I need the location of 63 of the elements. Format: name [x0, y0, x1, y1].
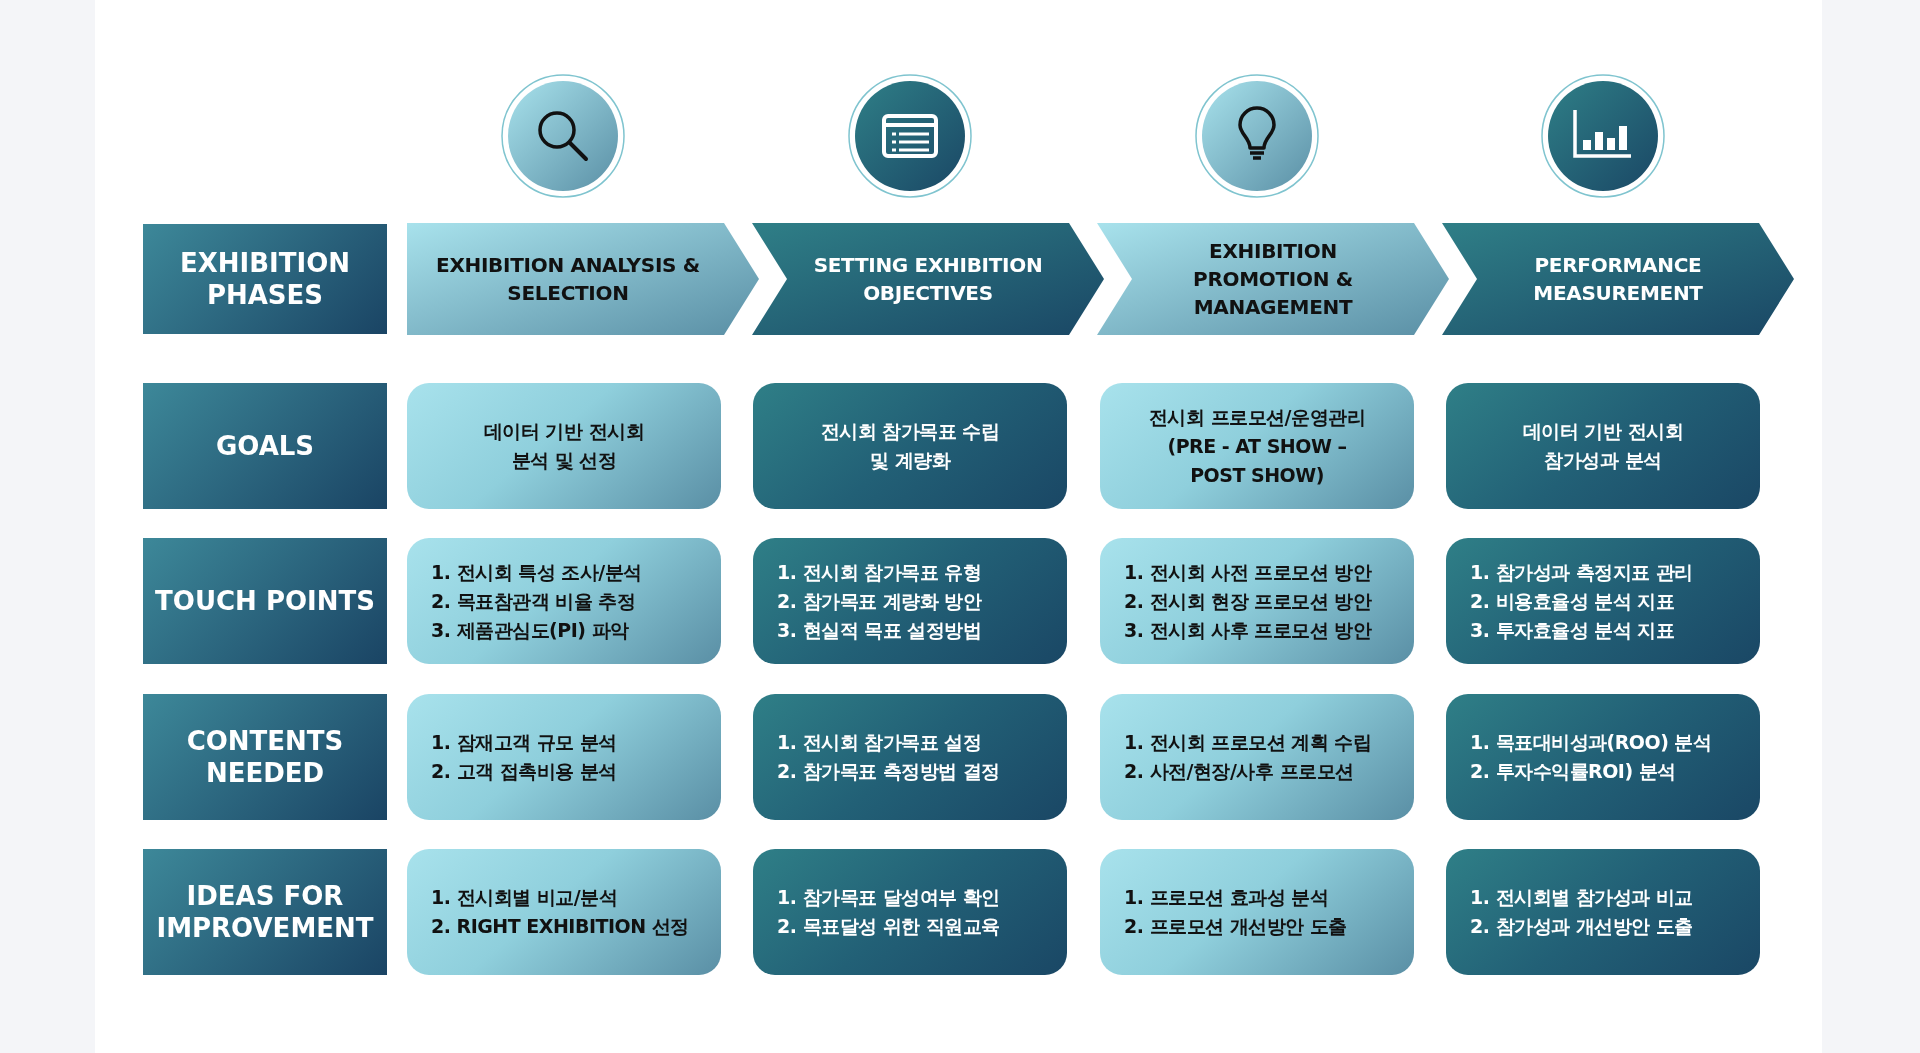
list-item: 1. 전시회별 비교/분석	[431, 885, 618, 910]
list-item: 2. 투자수익률ROI) 분석	[1470, 759, 1676, 784]
content-box	[1446, 849, 1760, 975]
list-item: 3. 제품관심도(PI) 파악	[431, 617, 629, 643]
phase-title: EXHIBITION ANALYSIS & SELECTION	[435, 252, 701, 307]
list-item: 2. 참가목표 측정방법 결정	[777, 759, 1000, 784]
phase-title: EXHIBITION PROMOTION & MANAGEMENT	[1192, 238, 1354, 321]
header-text: GOALS	[215, 430, 315, 462]
content-box	[407, 849, 721, 975]
list-item: 2. 목표참관객 비율 추정	[431, 588, 636, 614]
phase-title: SETTING EXHIBITION OBJECTIVES	[812, 252, 1044, 307]
list-item: 1. 잠재고객 규모 분석	[431, 730, 617, 755]
list-item: 1. 참가성과 측정지표 관리	[1470, 559, 1693, 585]
header-text: EXHIBITION PHASES	[179, 247, 351, 311]
content-box	[1446, 383, 1760, 509]
list-item: 1. 전시회 프로모션 계획 수립	[1124, 730, 1372, 755]
list-item: 1. 전시회 참가목표 설정	[777, 730, 982, 755]
phase-header	[407, 223, 759, 335]
content-box	[1100, 694, 1414, 820]
header-text: CONTENTS NEEDED	[185, 725, 345, 789]
list-item: 2. 비용효율성 분석 지표	[1470, 588, 1675, 614]
list-item: 2. 프로모션 개선방안 도출	[1124, 914, 1347, 939]
row-header	[143, 849, 387, 975]
content-box	[1446, 694, 1760, 820]
list-item: 1. 전시회 특성 조사/분석	[431, 559, 642, 585]
box-text: 전시회 프로모션/운영관리 (PRE - AT SHOW – POST SHOW)	[1147, 404, 1367, 488]
list-item: 1. 전시회 사전 프로모션 방안	[1124, 559, 1372, 585]
content-box	[407, 538, 721, 664]
row-header	[143, 694, 387, 820]
list-item: 3. 투자효율성 분석 지표	[1470, 617, 1675, 643]
list-item: 1. 전시회 참가목표 유형	[777, 559, 982, 585]
list-item: 3. 현실적 목표 설정방법	[777, 617, 982, 643]
content-box	[1100, 849, 1414, 975]
header-text: IDEAS FOR IMPROVEMENT	[155, 880, 375, 944]
row-header	[143, 538, 387, 664]
list-item: 3. 전시회 사후 프로모션 방안	[1124, 617, 1372, 643]
list-item: 2. 목표달성 위한 직원교육	[777, 914, 1000, 939]
content-box	[753, 538, 1067, 664]
list-item: 1. 목표대비성과(ROO) 분석	[1470, 730, 1712, 755]
content-box	[1446, 538, 1760, 664]
content-box	[407, 694, 721, 820]
content-box	[1100, 538, 1414, 664]
list-item: 1. 프로모션 효과성 분석	[1124, 885, 1329, 910]
list-item: 1. 참가목표 달성여부 확인	[777, 885, 1000, 910]
box-text: 전시회 참가목표 수립 및 계량화	[819, 419, 1001, 473]
box-text: 데이터 기반 전시회 분석 및 선정	[482, 419, 646, 473]
phase-title: PERFORMANCE MEASUREMENT	[1532, 252, 1704, 307]
content-box	[1100, 383, 1414, 509]
list-item: 2. 고객 접촉비용 분석	[431, 759, 617, 784]
header-text: TOUCH POINTS	[155, 585, 375, 617]
content-box	[753, 383, 1067, 509]
list-item: 2. 전시회 현장 프로모션 방안	[1124, 588, 1372, 614]
row-header	[143, 224, 387, 334]
box-text: 데이터 기반 전시회 참가성과 분석	[1521, 419, 1685, 473]
content-box	[753, 694, 1067, 820]
list-item: 1. 전시회별 참가성과 비교	[1470, 885, 1693, 910]
content-box	[407, 383, 721, 509]
list-item: 2. 참가성과 개선방안 도출	[1470, 914, 1693, 939]
content-box	[753, 849, 1067, 975]
list-item: 2. 참가목표 계량화 방안	[777, 588, 982, 614]
row-header	[143, 383, 387, 509]
list-item: 2. 사전/현장/사후 프로모션	[1124, 759, 1354, 784]
list-item: 2. RIGHT EXHIBITION 선정	[431, 914, 689, 939]
